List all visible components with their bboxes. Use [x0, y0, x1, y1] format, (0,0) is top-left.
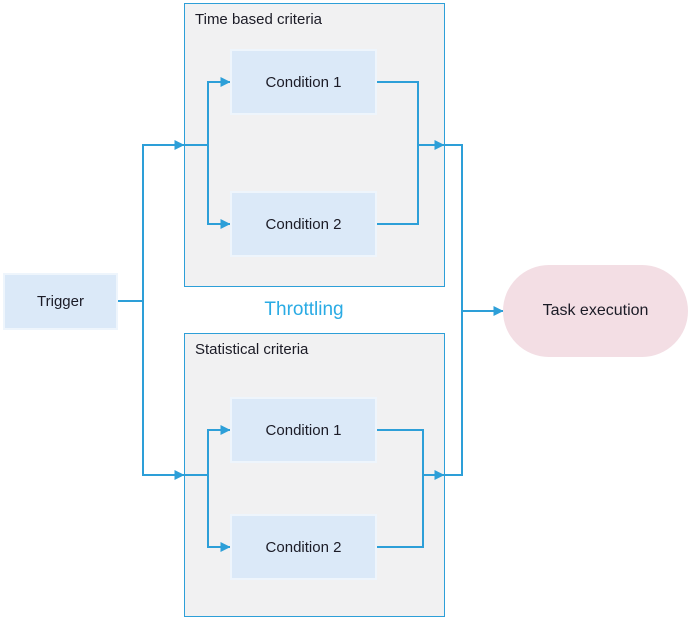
task-execution-node: Task execution — [503, 265, 688, 357]
connector-time-condition1-out — [377, 81, 445, 150]
connector-time-group-to-task — [445, 144, 504, 316]
connector-trigger-to-stat-group — [142, 301, 185, 480]
time-condition-2-node: Condition 2 — [230, 191, 377, 257]
connector-time-split-to-condition1 — [184, 77, 231, 146]
statistical-criteria-group-title: Statistical criteria — [195, 341, 309, 358]
stat-condition-1-node: Condition 1 — [230, 397, 377, 463]
connector-stat-condition2-out — [377, 475, 424, 548]
connector-stat-split-to-condition1 — [184, 425, 231, 476]
time-condition-1-label: Condition 1 — [265, 73, 342, 91]
throttling-label: Throttling — [264, 299, 344, 320]
task-execution-label: Task execution — [542, 302, 649, 319]
time-condition-1-node: Condition 1 — [230, 49, 377, 115]
connector-time-condition2-out — [377, 145, 419, 225]
stat-condition-2-label: Condition 2 — [265, 538, 342, 556]
trigger-node: Trigger — [3, 273, 118, 330]
stat-condition-2-node: Condition 2 — [230, 514, 377, 580]
connector-trigger-to-time-group — [118, 140, 185, 302]
trigger-label: Trigger — [37, 293, 84, 310]
time-criteria-group-title: Time based criteria — [195, 11, 322, 28]
connector-time-split-to-condition2 — [207, 145, 231, 229]
connector-stat-group-to-collector — [445, 311, 463, 476]
connector-stat-condition1-out — [377, 429, 445, 480]
connector-stat-split-to-condition2 — [207, 475, 231, 552]
stat-condition-1-label: Condition 1 — [265, 421, 342, 439]
time-condition-2-label: Condition 2 — [265, 215, 342, 233]
